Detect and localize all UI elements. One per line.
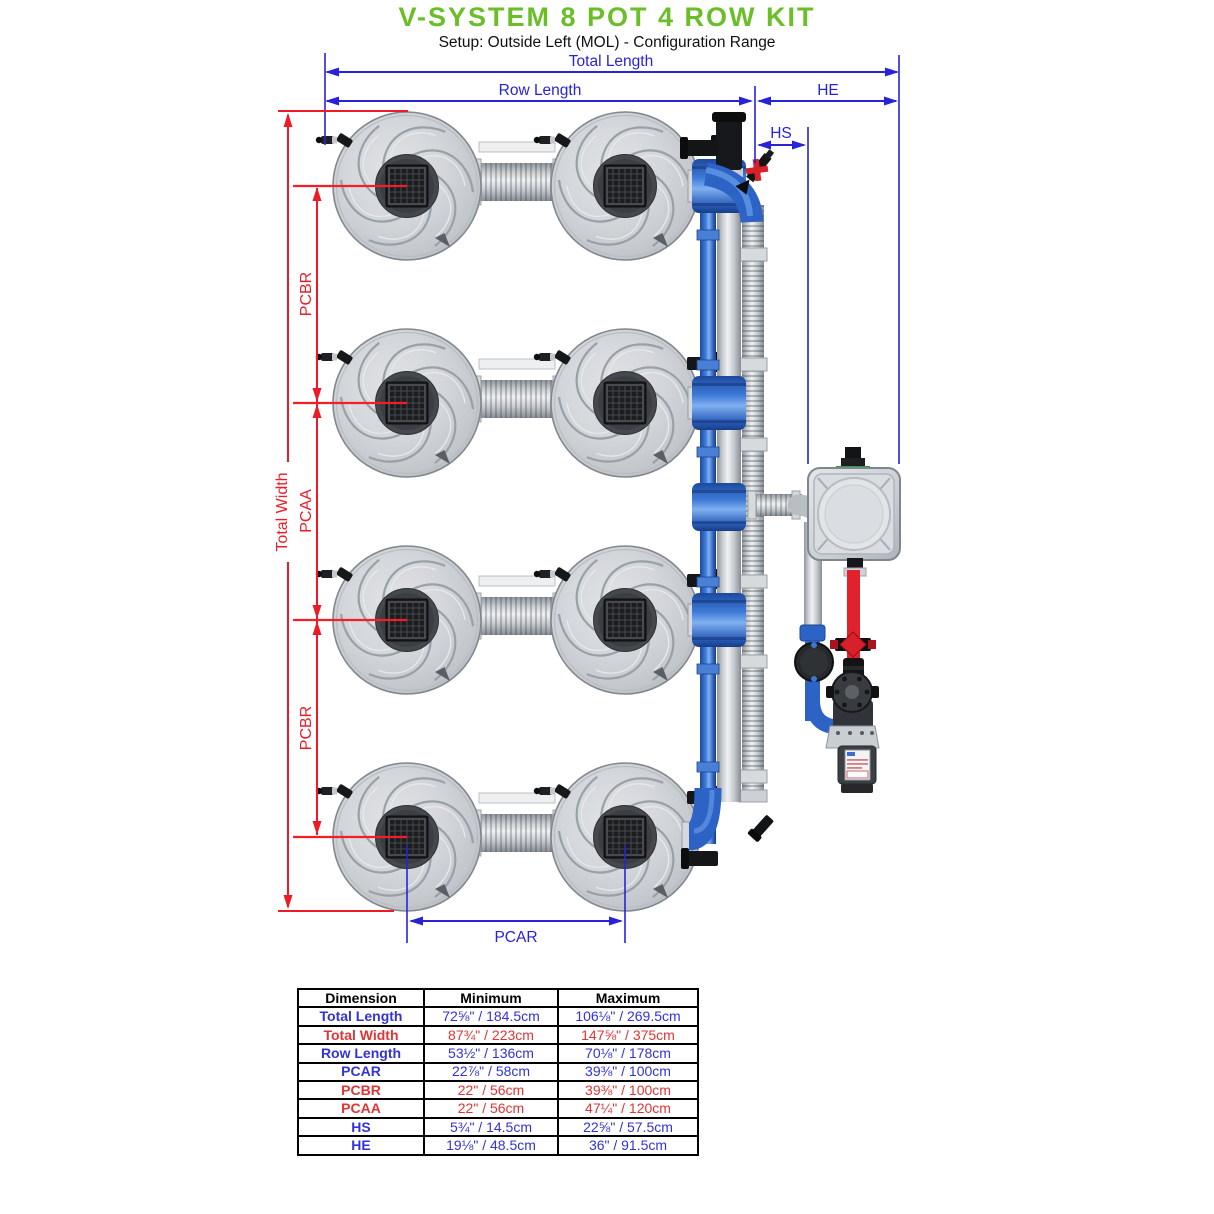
dim-min: 72⅝" / 184.5cm [423,1006,559,1027]
dim-name: PCAR [297,1061,425,1082]
col-header-dimension: Dimension [297,987,425,1009]
dim-max: 36" / 91.5cm [557,1135,699,1156]
manifold [680,112,833,869]
label-total-length: Total Length [569,53,653,70]
dim-min: 22" / 56cm [423,1079,559,1101]
dimension-table: Dimension Minimum Maximum Total Length 7… [297,987,699,1156]
page-subtitle: Setup: Outside Left (MOL) - Configuratio… [438,34,776,51]
reservoir-tank [807,447,901,577]
dim-max: 70⅛" / 178cm [557,1043,699,1064]
dim-min: 87¾" / 223cm [423,1024,559,1046]
dim-max: 39⅜" / 100cm [557,1079,699,1101]
table-header-row: Dimension Minimum Maximum [297,987,699,1009]
page-title: V-SYSTEM 8 POT 4 ROW KIT [398,2,816,32]
table-row: PCAR 22⅞" / 58cm 39⅜" / 100cm [297,1061,699,1082]
table-row: HS 5¾" / 14.5cm 22⅝" / 57.5cm [297,1116,699,1138]
pot-grid [316,111,720,912]
label-total-width: Total Width [274,472,291,551]
table-row: Total Width 87¾" / 223cm 147⅝" / 375cm [297,1024,699,1046]
label-row-length: Row Length [499,82,582,99]
pump-assembly [794,570,880,793]
red-hose [847,570,860,686]
label-pcaa: PCAA [298,489,315,533]
dim-max: 47¼" / 120cm [557,1098,699,1119]
dim-name: Total Width [297,1024,425,1046]
table-row: PCBR 22" / 56cm 39⅜" / 100cm [297,1079,699,1101]
dim-min: 22" / 56cm [423,1098,559,1119]
dim-min: 22⅞" / 58cm [423,1061,559,1082]
dim-max: 106⅛" / 269.5cm [557,1006,699,1027]
dim-max: 147⅝" / 375cm [557,1024,699,1046]
label-hs: HS [770,125,792,142]
table-row: HE 19⅛" / 48.5cm 36" / 91.5cm [297,1135,699,1156]
dim-min: 53½" / 136cm [423,1043,559,1064]
red-valve-icon [735,149,775,195]
label-he: HE [817,82,839,99]
dim-max: 39⅜" / 100cm [557,1061,699,1082]
dim-name: HE [297,1135,425,1156]
table-row: PCAA 22" / 56cm 47¼" / 120cm [297,1098,699,1119]
dim-min: 5¾" / 14.5cm [423,1116,559,1138]
col-header-minimum: Minimum [423,987,559,1009]
label-pcar: PCAR [494,929,537,946]
dim-max: 22⅝" / 57.5cm [557,1116,699,1138]
dim-name: Row Length [297,1043,425,1064]
label-pcbr-bottom: PCBR [298,706,315,750]
table-row: Total Length 72⅝" / 184.5cm 106⅛" / 269.… [297,1006,699,1027]
col-header-maximum: Maximum [557,987,699,1009]
dimension-annotations: Total Length Row Length HE HS PCAR Total… [272,53,900,946]
dim-name: Total Length [297,1006,425,1027]
label-pcbr-top: PCBR [298,272,315,316]
dim-name: HS [297,1116,425,1138]
dim-name: PCAA [297,1098,425,1119]
dim-min: 19⅛" / 48.5cm [423,1135,559,1156]
dim-name: PCBR [297,1079,425,1101]
table-row: Row Length 53½" / 136cm 70⅛" / 178cm [297,1043,699,1064]
header: V-SYSTEM 8 POT 4 ROW KIT Setup: Outside … [0,0,1214,52]
